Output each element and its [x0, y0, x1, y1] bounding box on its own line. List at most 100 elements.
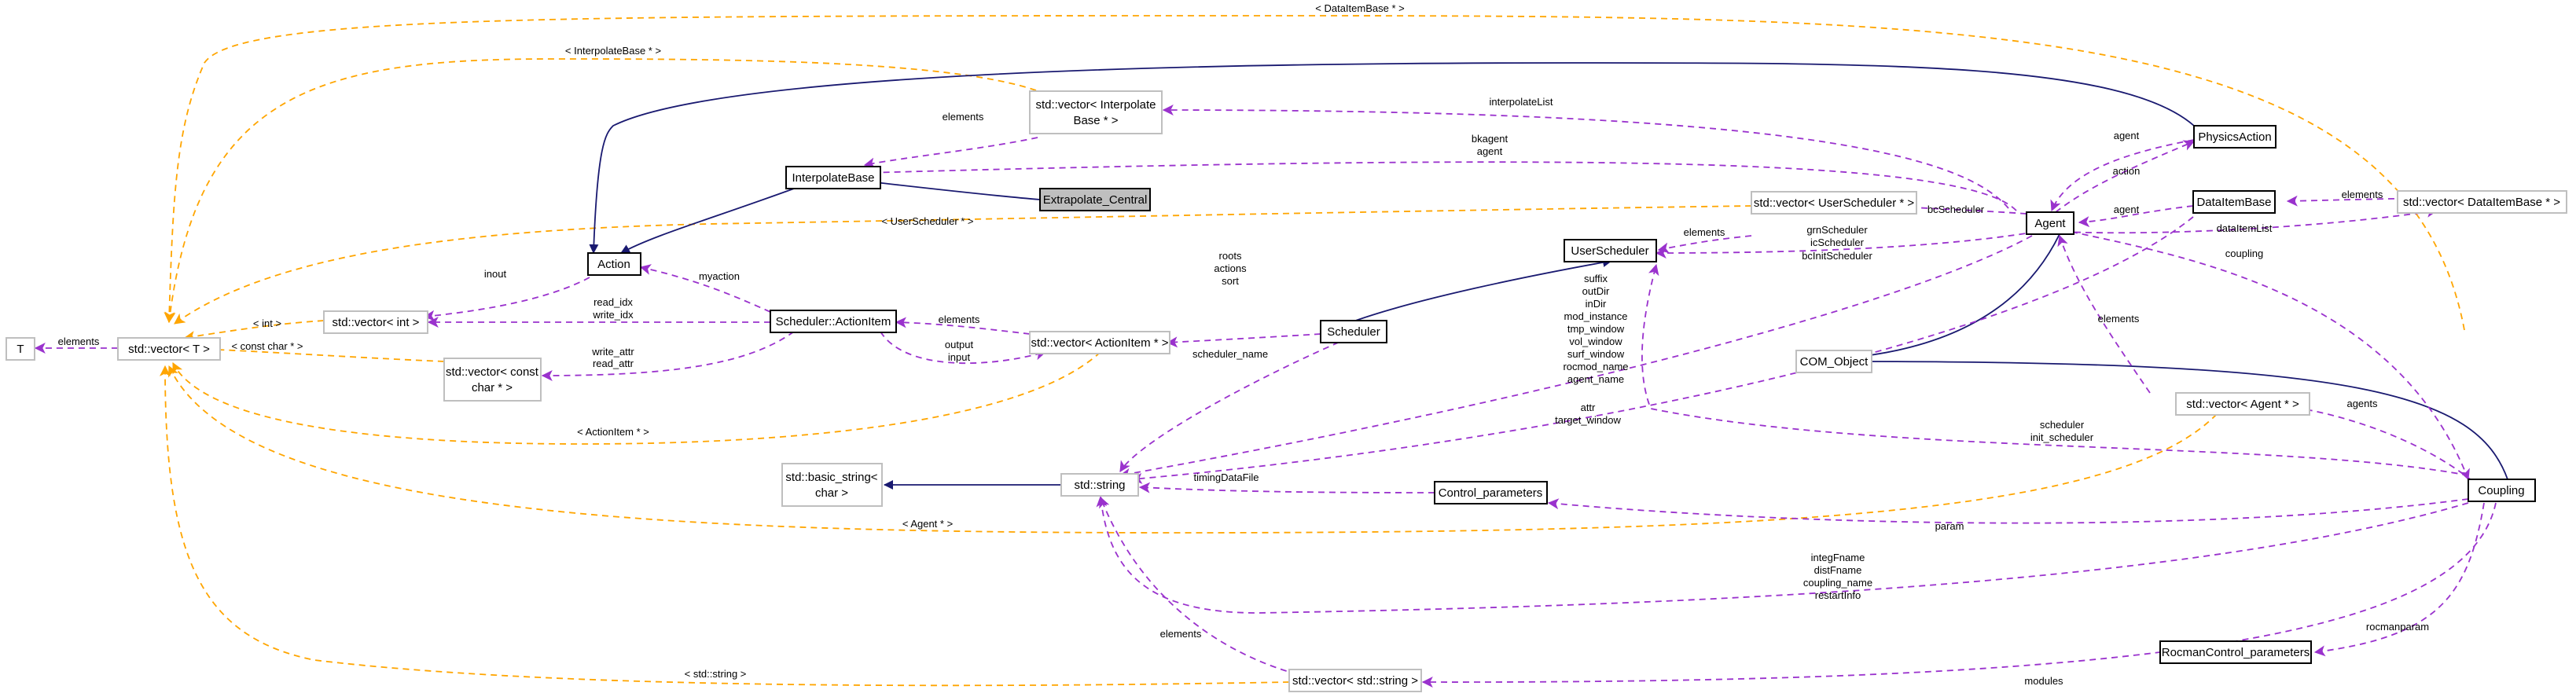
node-agent[interactable]: Agent: [2026, 211, 2074, 235]
svg-text:std::vector< T >: std::vector< T >: [128, 343, 210, 356]
label-agents: agents: [2346, 398, 2378, 409]
svg-text:std::string: std::string: [1074, 479, 1125, 492]
node-coupling[interactable]: Coupling: [2468, 479, 2536, 502]
node-vector-dataitembase[interactable]: std::vector< DataItemBase * >: [2397, 190, 2567, 214]
label-tmpl-dataitembase: < DataItemBase * >: [1315, 2, 1404, 14]
node-action[interactable]: Action: [587, 252, 641, 276]
node-control-parameters[interactable]: Control_parameters: [1434, 481, 1548, 504]
label-attr: attr: [1581, 402, 1596, 413]
node-interpolatebase[interactable]: InterpolateBase: [785, 166, 881, 189]
svg-text:Scheduler: Scheduler: [1327, 325, 1380, 339]
node-vector-actionitem[interactable]: std::vector< ActionItem * >: [1029, 331, 1170, 354]
svg-text:InterpolateBase: InterpolateBase: [792, 171, 874, 185]
node-userscheduler[interactable]: UserScheduler: [1564, 239, 1657, 262]
svg-text:Control_parameters: Control_parameters: [1439, 486, 1543, 500]
node-dataitembase[interactable]: DataItemBase: [2192, 190, 2276, 214]
svg-text:PhysicsAction: PhysicsAction: [2198, 130, 2271, 144]
edge-member-string-elements: [1099, 496, 1298, 675]
node-vector-constchar[interactable]: std::vector< const char * >: [443, 358, 542, 402]
label-read-attr: read_attr: [593, 358, 634, 369]
label-elements-string: elements: [1160, 628, 1202, 640]
node-com-object[interactable]: COM_Object: [1795, 350, 1872, 373]
node-scheduler[interactable]: Scheduler: [1320, 320, 1387, 343]
svg-text:Scheduler::ActionItem: Scheduler::ActionItem: [776, 315, 891, 328]
label-bcinitscheduler: bcInitScheduler: [1802, 250, 1872, 262]
edge-member-agent-physicsaction: [2050, 139, 2195, 212]
edges: [34, 15, 2508, 688]
edge-member-userscheduler-elements: [1657, 235, 1752, 254]
node-rocmancontrol-parameters[interactable]: RocmanControl_parameters: [2159, 640, 2312, 664]
label-elements-userscheduler: elements: [1684, 226, 1725, 238]
label-param: param: [1935, 520, 1964, 532]
edge-member-scheduler-name: [1119, 337, 1350, 472]
edge-member-interpolatebase-elements: [863, 137, 1038, 169]
label-rocmanparam: rocmanparam: [2366, 621, 2429, 633]
svg-text:std::vector< const: std::vector< const: [446, 365, 539, 379]
label-agent-name: agent_name: [1567, 373, 1624, 385]
edge-member-dataitemlist: [2063, 206, 2438, 234]
label-interpolatelist: interpolateList: [1490, 96, 1553, 108]
edge-template-int: [183, 320, 325, 342]
node-vector-t[interactable]: std::vector< T >: [117, 337, 221, 361]
svg-text:std::vector< DataItemBase * >: std::vector< DataItemBase * >: [2403, 196, 2560, 209]
node-vector-int[interactable]: std::vector< int >: [323, 310, 428, 334]
node-vector-string[interactable]: std::vector< std::string >: [1288, 669, 1422, 692]
node-physicsaction[interactable]: PhysicsAction: [2193, 125, 2277, 149]
label-timingdatafile: timingDataFile: [1193, 471, 1259, 483]
node-basic-string[interactable]: std::basic_string< char >: [781, 463, 883, 507]
svg-text:Agent: Agent: [2034, 217, 2066, 230]
label-scheduler-name: scheduler_name: [1192, 348, 1268, 360]
label-read-idx: read_idx: [593, 296, 633, 308]
svg-text:Action: Action: [597, 258, 630, 271]
edge-member-roots-actions-sort: [1166, 333, 1321, 348]
label-myaction: myaction: [699, 270, 740, 282]
label-surf-window: surf_window: [1567, 348, 1625, 360]
edge-template-agent: [168, 365, 2218, 534]
edge-template-userscheduler: [174, 205, 1752, 325]
node-vector-userscheduler[interactable]: std::vector< UserScheduler * >: [1751, 191, 1917, 215]
edge-inherit-scheduler-userscheduler: [1348, 258, 1612, 324]
label-grnscheduler: grnScheduler: [1806, 224, 1868, 236]
svg-text:std::vector< Agent * >: std::vector< Agent * >: [2186, 398, 2299, 411]
node-vector-agent[interactable]: std::vector< Agent * >: [2175, 392, 2310, 416]
edge-member-myaction: [639, 264, 771, 313]
edge-member-coupling-strings: [1096, 495, 2469, 614]
label-elements-agent: elements: [2098, 313, 2140, 325]
svg-text:Extrapolate_Central: Extrapolate_Central: [1043, 193, 1148, 207]
node-scheduler-actionitem[interactable]: Scheduler::ActionItem: [770, 310, 897, 333]
svg-text:UserScheduler: UserScheduler: [1571, 244, 1648, 258]
edge-member-param: [1547, 498, 2469, 524]
svg-text:std::vector< UserScheduler * >: std::vector< UserScheduler * >: [1754, 196, 1915, 210]
edge-member-agent-elements: [2057, 234, 2151, 394]
edge-member-output-input: [880, 331, 1047, 364]
svg-text:std::vector< ActionItem * >: std::vector< ActionItem * >: [1031, 336, 1168, 350]
node-std-string[interactable]: std::string: [1060, 473, 1139, 497]
label-inout: inout: [484, 268, 507, 280]
label-elements-t: elements: [58, 336, 100, 347]
edge-member-coupling: [2071, 231, 2470, 481]
edge-inherit-interpolatebase-action: [620, 188, 795, 254]
label-input: input: [948, 351, 971, 363]
edge-member-grn-ic-bcinit: [1655, 231, 2037, 259]
label-distfname: distFname: [1814, 564, 1862, 576]
label-write-attr: write_attr: [591, 346, 634, 358]
edge-member-rocmanparam: [2313, 502, 2485, 657]
edge-member-timingdatafile: [1138, 482, 1435, 493]
label-integfname: integFname: [1811, 552, 1865, 563]
label-write-idx: write_idx: [592, 309, 634, 321]
edge-member-attr-target-window: [1130, 216, 2194, 484]
node-vector-interpolatebase[interactable]: std::vector< Interpolate Base * >: [1029, 90, 1163, 134]
label-roots: roots: [1219, 250, 1242, 262]
label-tmpl-string: < std::string >: [685, 668, 747, 680]
label-actions: actions: [1214, 262, 1247, 274]
label-sort: sort: [1222, 275, 1239, 287]
node-extrapolate-central[interactable]: Extrapolate_Central: [1039, 188, 1151, 211]
label-tmpl-interpolatebase: < InterpolateBase * >: [565, 45, 661, 57]
svg-text:T: T: [17, 343, 24, 356]
node-t[interactable]: T: [6, 337, 35, 361]
svg-text:Base * >: Base * >: [1073, 114, 1118, 127]
nodes: T std::vector< T > Action InterpolateBas…: [6, 90, 2567, 692]
label-agent-dataitem: agent: [2114, 204, 2140, 215]
label-vol-window: vol_window: [1569, 336, 1622, 347]
